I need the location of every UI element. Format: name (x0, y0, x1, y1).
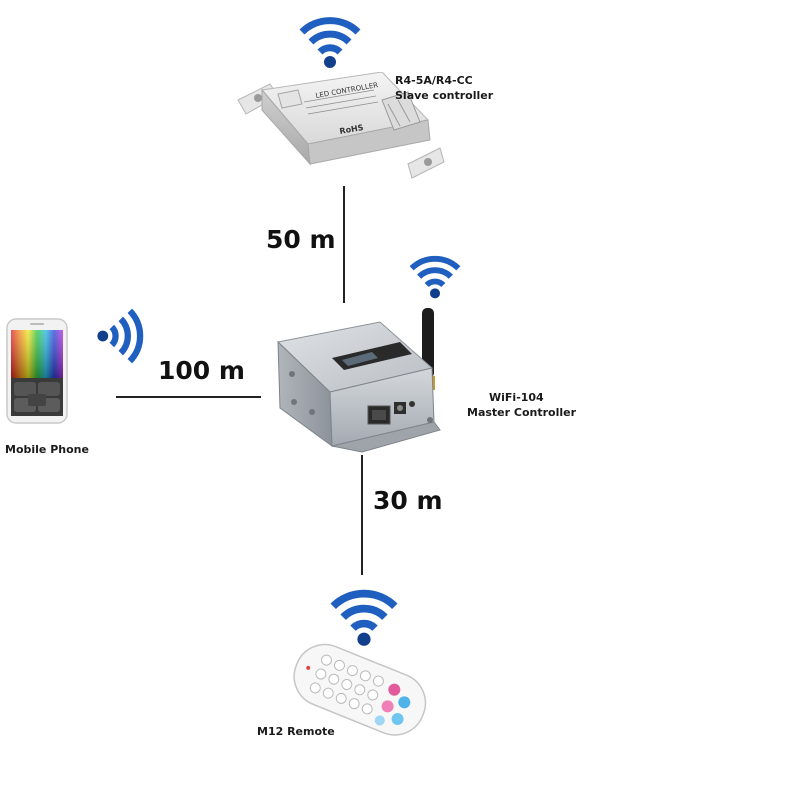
m12-remote-device (293, 643, 427, 736)
slave-controller-device: LED CONTROLLER RoHS (237, 72, 445, 179)
m12-remote-label: M12 Remote (257, 725, 335, 738)
master-controller-model-label: WiFi-104 (489, 391, 544, 404)
slave-controller-model-label: R4-5A/R4-CC (395, 74, 473, 87)
distance-label-50m: 50 m (266, 225, 336, 254)
link-line-remote-master (361, 455, 363, 575)
link-line-slave-master (343, 186, 345, 303)
distance-label-100m: 100 m (158, 356, 245, 385)
link-line-phone-master (116, 396, 261, 398)
slave-rohs-mark: RoHS (339, 123, 365, 136)
wifi-signal-icon (330, 589, 398, 646)
master-controller-device (276, 308, 441, 453)
distance-label-30m: 30 m (373, 486, 443, 515)
mobile-phone-device (6, 318, 68, 424)
wifi-signal-icon (409, 255, 461, 299)
master-controller-role-label: Master Controller (467, 406, 577, 419)
wifi-signal-icon (97, 308, 144, 364)
mobile-phone-label: Mobile Phone (5, 443, 89, 456)
wifi-signal-icon (299, 17, 361, 68)
slave-controller-role-label: Slave controller (395, 89, 494, 102)
